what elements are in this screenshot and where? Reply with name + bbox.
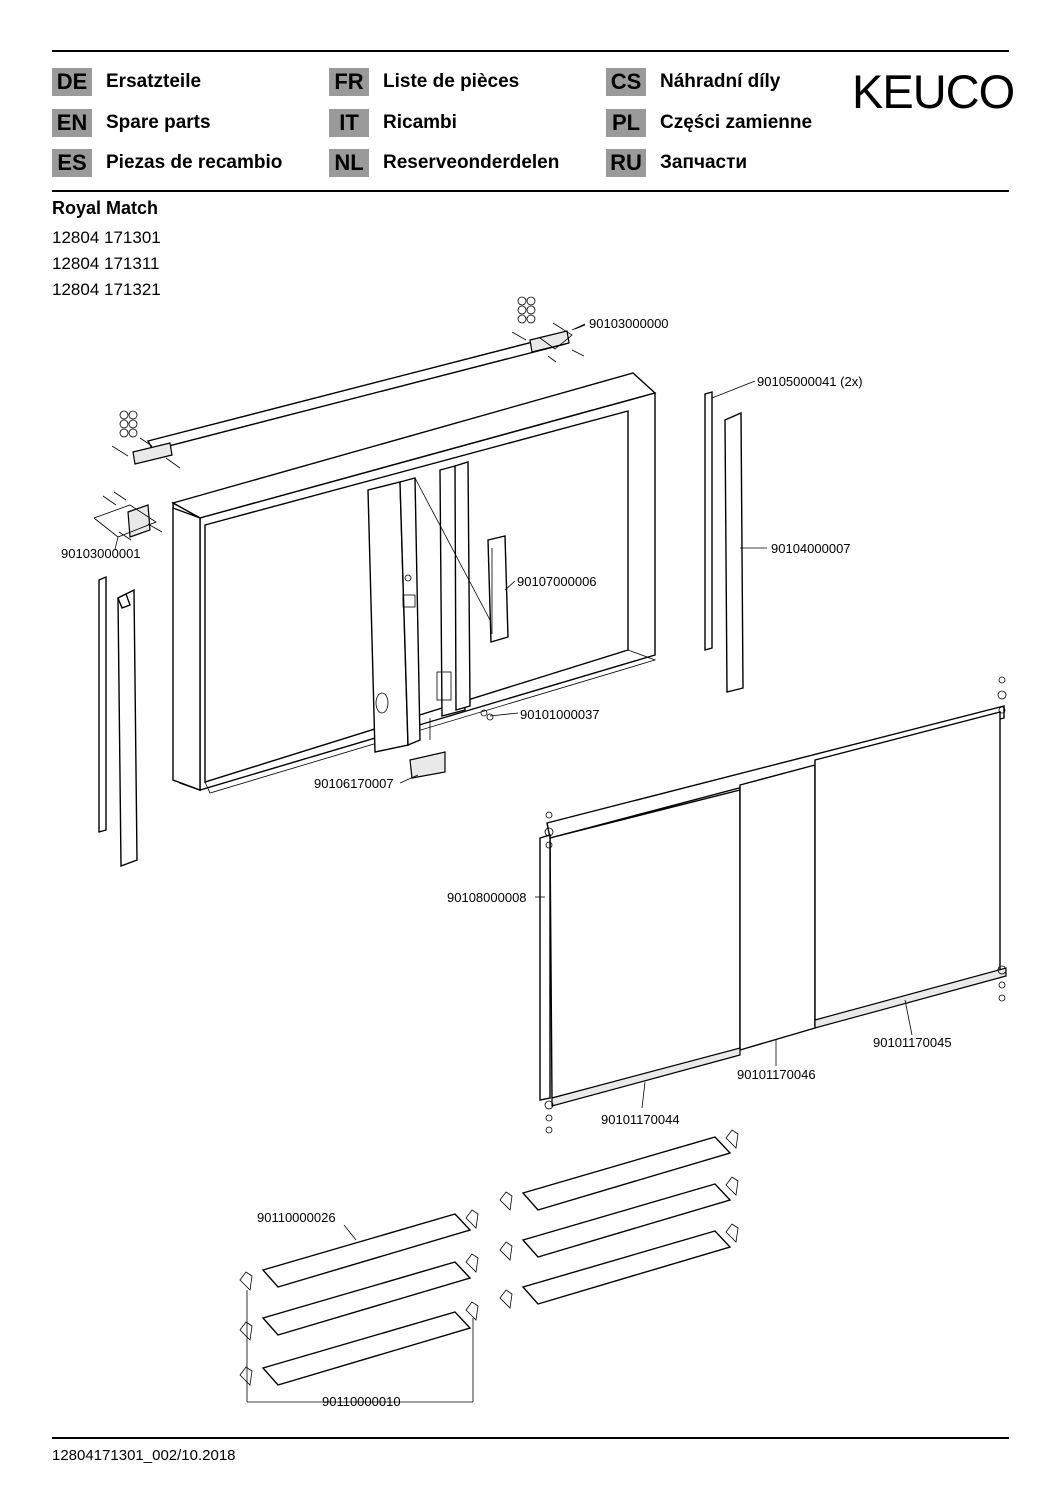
product-name: Royal Match <box>52 198 159 218</box>
part-number: 90110000010 <box>322 1394 401 1409</box>
part-number: 90101170044 <box>601 1112 680 1127</box>
header-bottom-rule <box>52 190 1009 192</box>
brand-logo: KEUCO <box>852 65 1015 118</box>
lang-fr: FR Liste de pièces <box>329 67 519 97</box>
lang-code: IT <box>329 109 369 137</box>
footer-rule <box>52 1437 1009 1439</box>
lang-cs: CS Náhradní díly <box>606 67 780 97</box>
part-number: 90108000008 <box>447 890 527 905</box>
bottom-clip-part <box>409 709 494 779</box>
lang-en: EN Spare parts <box>52 108 211 138</box>
lang-label: Náhradní díly <box>660 71 781 92</box>
document-id: 12804171301_002/10.2018 <box>52 1447 236 1464</box>
part-number: 90106170007 <box>314 776 394 791</box>
lang-de: DE Ersatzteile <box>52 67 201 97</box>
part-number: 90103000001 <box>61 546 141 561</box>
top-mounting-bracket <box>111 296 586 469</box>
model-number: 12804 171321 <box>52 280 161 299</box>
lang-label: Spare parts <box>106 112 211 133</box>
part-number: 90101170046 <box>737 1067 816 1082</box>
lang-label: Ersatzteile <box>106 71 202 92</box>
lang-label: Reserveonderdelen <box>383 152 560 173</box>
lang-code: EN <box>52 109 92 137</box>
lang-code: CS <box>606 68 646 96</box>
lang-pl: PL Części zamienne <box>606 108 812 138</box>
lang-code: FR <box>329 68 369 96</box>
lang-es: ES Piezas de recambio <box>52 148 282 178</box>
glass-shelf-left-stack <box>239 1209 479 1403</box>
lang-label: Piezas de recambio <box>106 152 283 173</box>
left-side-profile <box>98 575 138 868</box>
lang-label: Liste de pièces <box>383 71 520 92</box>
part-number: 90103000000 <box>589 316 669 331</box>
part-number: 90107000006 <box>517 574 597 589</box>
model-number: 12804 171301 <box>52 228 161 247</box>
lang-it: IT Ricambi <box>329 108 457 138</box>
part-number: 90101170045 <box>873 1035 952 1050</box>
leader-lines <box>343 324 913 1241</box>
glass-shelf-right-stack <box>499 1129 739 1309</box>
side-mounting-bracket <box>93 491 163 550</box>
part-number: 90104000007 <box>771 541 851 556</box>
cabinet-body <box>171 372 657 794</box>
inner-divider-strip <box>487 535 509 643</box>
lang-label: Części zamienne <box>660 112 813 133</box>
lang-label: Ricambi <box>383 112 457 133</box>
lang-code: RU <box>606 149 646 177</box>
mirror-doors <box>539 676 1007 1134</box>
part-number: 90110000026 <box>257 1210 336 1225</box>
right-side-profile <box>704 391 744 693</box>
lang-nl: NL Reserveonderdelen <box>329 148 559 178</box>
lang-label: Запчасти <box>660 152 748 173</box>
part-number: 90101000037 <box>520 707 600 722</box>
lang-ru: RU Запчасти <box>606 148 747 178</box>
lang-code: PL <box>606 109 646 137</box>
part-number: 90105000041 (2x) <box>757 374 863 389</box>
lang-code: DE <box>52 68 92 96</box>
header-top-rule <box>52 50 1009 52</box>
lang-code: NL <box>329 149 369 177</box>
model-number: 12804 171311 <box>52 254 160 273</box>
lang-code: ES <box>52 149 92 177</box>
